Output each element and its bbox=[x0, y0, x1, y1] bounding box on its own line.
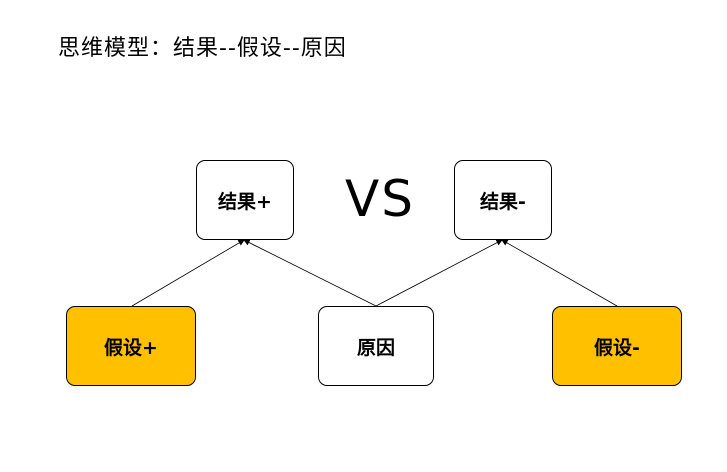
node-hypothesis-positive-label: 假设+ bbox=[104, 336, 158, 359]
vs-label: VS bbox=[345, 170, 415, 228]
node-result-negative-label: 结果- bbox=[480, 190, 526, 213]
node-result-positive-label: 结果+ bbox=[218, 190, 272, 213]
node-cause-label: 原因 bbox=[356, 336, 395, 359]
node-hypothesis-negative: 假设- bbox=[552, 306, 682, 386]
edge-hypothesis-pos-to-result-pos bbox=[131, 239, 245, 307]
node-cause: 原因 bbox=[318, 306, 434, 386]
diagram-title: 思维模型：结果--假设--原因 bbox=[58, 36, 347, 61]
node-result-negative: 结果- bbox=[454, 160, 552, 240]
node-result-positive: 结果+ bbox=[196, 160, 294, 240]
node-hypothesis-positive: 假设+ bbox=[66, 306, 196, 386]
edge-cause-to-result-pos bbox=[243, 239, 377, 307]
edge-hypothesis-neg-to-result-neg bbox=[501, 239, 618, 307]
edge-cause-to-result-neg bbox=[375, 239, 503, 307]
node-hypothesis-negative-label: 假设- bbox=[594, 336, 640, 359]
